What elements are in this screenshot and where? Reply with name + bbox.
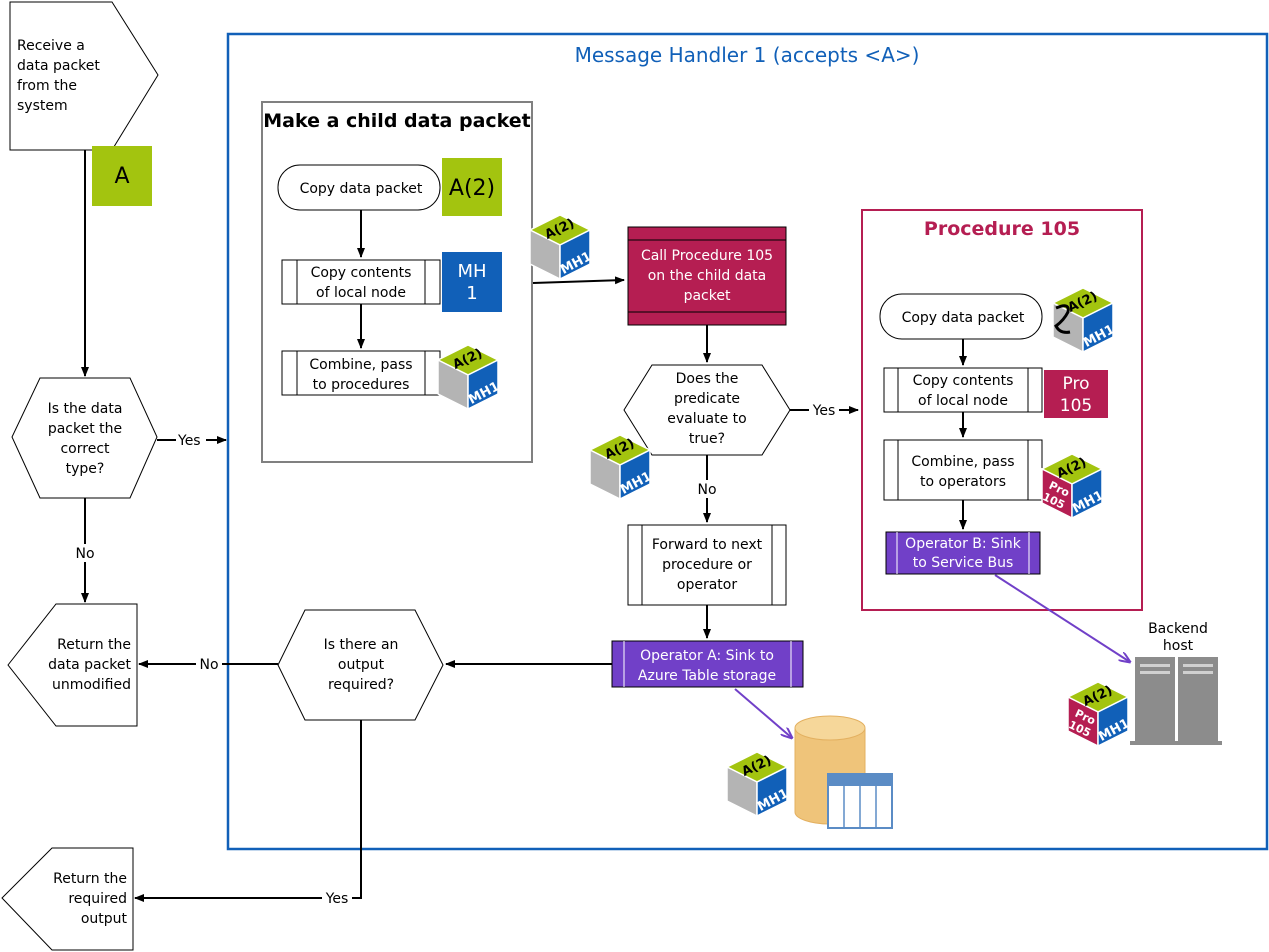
return-unmodified-shape (7, 603, 138, 727)
type-decision-label-2: packet the (48, 421, 122, 437)
combine-label-1: Combine, pass (309, 357, 412, 373)
start-label-2: data packet (17, 58, 100, 74)
packet-cube-child: A(2) MH1 (437, 344, 502, 410)
message-handler-title: Message Handler 1 (accepts <A>) (575, 43, 920, 67)
call-procedure-shape (627, 226, 787, 326)
a2-badge-label: A(2) (449, 176, 495, 201)
type-decision-label-1: Is the data (48, 401, 123, 417)
type-decision-label-4: type? (66, 461, 105, 477)
operator-a-sink-arrow (734, 688, 792, 738)
call-procedure-label-2: on the child data (648, 268, 767, 284)
call-procedure-label-3: packet (684, 288, 731, 304)
forward-label-1: Forward to next (652, 537, 763, 553)
child-group-title: Make a child data packet (263, 110, 531, 132)
forward-shape (627, 524, 787, 606)
predicate-yes-label: Yes (812, 403, 836, 419)
return-output-label-1: Return the (53, 871, 127, 887)
packet-cube-backend: A(2) Pro 105 MH1 (1067, 681, 1132, 747)
packet-cube-transfer: A(2) MH1 (529, 214, 594, 280)
call-procedure-label-1: Call Procedure 105 (641, 248, 773, 264)
group-to-call-arrow (532, 276, 625, 285)
pro105-badge-label-2: 105 (1060, 396, 1092, 416)
return-output-shape (1, 847, 134, 951)
predicate-label-4: true? (689, 431, 725, 447)
table-storage-icon (794, 715, 893, 829)
copy-marker-glyph (1054, 304, 1071, 334)
message-handler-frame (226, 32, 1269, 851)
child-packet-group (261, 101, 533, 463)
p105-copy-packet-shape (879, 293, 1043, 340)
p105-copy-contents-label-1: Copy contents (913, 373, 1014, 389)
output-yes-label: Yes (325, 891, 349, 907)
operator-b-label-2: to Service Bus (913, 555, 1013, 571)
operator-b-label-1: Operator B: Sink (905, 536, 1022, 552)
forward-label-3: operator (677, 577, 737, 593)
copy-contents-shape (281, 259, 441, 305)
type-decision-shape (11, 377, 158, 499)
procedure-105-title: Procedure 105 (924, 218, 1080, 240)
predicate-no-label: No (697, 482, 716, 498)
output-decision-label-2: output (338, 657, 385, 673)
start-label-3: from the (17, 78, 77, 94)
copy-packet-label: Copy data packet (300, 181, 423, 197)
p105-copy-packet-label: Copy data packet (902, 310, 1025, 326)
return-output-label-3: output (81, 911, 128, 927)
backend-label-1: Backend (1148, 621, 1208, 637)
output-yes-arrow (134, 720, 362, 902)
predicate-label-1: Does the (676, 371, 739, 387)
forward-label-2: procedure or (662, 557, 752, 573)
output-decision-label-1: Is there an (324, 637, 399, 653)
packet-a-badge (92, 146, 152, 206)
copy-packet-shape (277, 164, 441, 211)
operator-a-label-1: Operator A: Sink to (640, 648, 774, 664)
procedure-105-group (861, 209, 1143, 611)
mh1-badge-label-2: 1 (466, 283, 477, 304)
pro105-badge-label-1: Pro (1063, 374, 1090, 394)
pro105-badge (1044, 370, 1108, 418)
return-unmodified-label-2: data packet (48, 657, 131, 673)
return-unmodified-label-3: unmodified (52, 677, 131, 693)
a2-badge (442, 158, 502, 216)
p105-combine-label-1: Combine, pass (911, 454, 1014, 470)
operator-b-shape (885, 531, 1041, 575)
backend-label-2: host (1163, 638, 1194, 654)
p105-combine-label-2: to operators (920, 474, 1006, 490)
copy-contents-label-1: Copy contents (311, 265, 412, 281)
return-unmodified-label-1: Return the (57, 637, 131, 653)
p105-combine-shape (883, 439, 1043, 501)
copy-contents-label-2: of local node (316, 285, 406, 301)
p105-copy-contents-shape (883, 367, 1043, 413)
packet-cube-storage: A(2) MH1 (726, 751, 791, 817)
type-decision-label-3: correct (60, 441, 110, 457)
return-output-label-2: required (68, 891, 127, 907)
p105-copy-contents-label-2: of local node (918, 393, 1008, 409)
operator-b-sink-arrow (994, 574, 1130, 662)
mh1-badge-label-1: MH (457, 261, 486, 282)
start-shape (9, 1, 159, 151)
packet-a-badge-label: A (114, 164, 129, 189)
start-label-1: Receive a (17, 38, 85, 54)
combine-label-2: to procedures (313, 377, 410, 393)
predicate-label-3: evaluate to (667, 411, 746, 427)
operator-a-label-2: Azure Table storage (638, 668, 776, 684)
server-icon (1130, 657, 1222, 745)
predicate-shape (623, 364, 791, 456)
output-decision-label-3: required? (328, 677, 394, 693)
output-no-label: No (199, 657, 218, 673)
combine-shape (281, 350, 441, 396)
start-label-4: system (17, 98, 68, 114)
packet-cube-predicate: A(2) MH1 (589, 434, 654, 500)
packet-cube-p105-b: A(2) Pro 105 MH1 (1041, 453, 1106, 519)
predicate-label-2: predicate (674, 391, 740, 407)
type-no-label: No (75, 546, 94, 562)
mh1-badge (442, 252, 502, 312)
type-yes-label: Yes (177, 433, 201, 449)
